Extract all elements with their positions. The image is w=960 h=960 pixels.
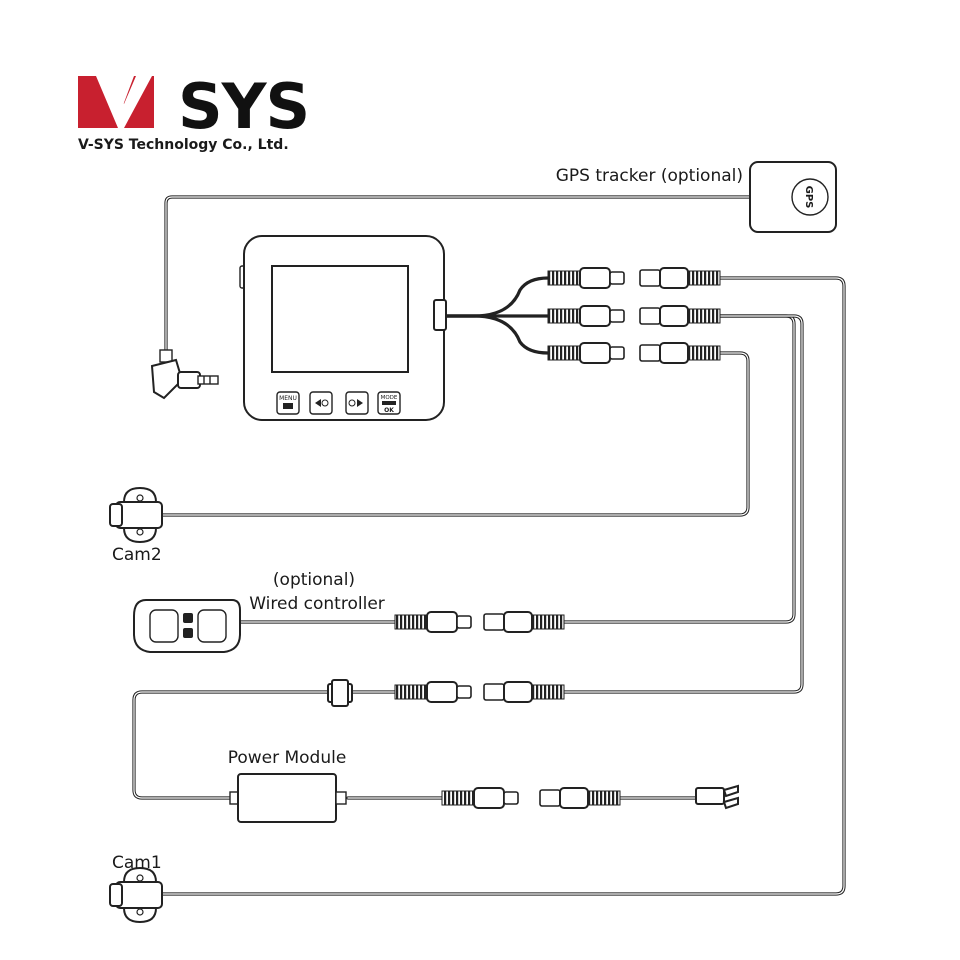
- cam2-camera: [109, 486, 163, 544]
- dvr-connector-2-male: [639, 305, 721, 327]
- gps-tracker-label: GPS tracker (optional): [556, 166, 743, 186]
- battery-connector-female: [441, 787, 519, 809]
- power-connector-male: [483, 681, 565, 703]
- cam2-label: Cam2: [112, 545, 162, 565]
- mode-ok-icon: [382, 401, 396, 405]
- optional-label: (optional): [273, 570, 355, 590]
- wired-controller: [133, 599, 241, 653]
- dvr-screen: [271, 265, 409, 373]
- svg-text:MENU: MENU: [279, 395, 297, 402]
- menu-icon: [283, 403, 293, 409]
- cam1-camera: [109, 866, 163, 924]
- power-module: [229, 773, 347, 823]
- dvr-connector-2-female: [547, 305, 625, 327]
- wired-controller-label: Wired controller: [249, 594, 385, 614]
- battery-terminals: [695, 784, 739, 810]
- controller-connector-male: [483, 611, 565, 633]
- button-menu[interactable]: MENU: [276, 391, 300, 415]
- rewind-icon: [315, 399, 321, 407]
- button-forward[interactable]: [345, 391, 369, 415]
- wires: [132, 195, 846, 896]
- vsys-logo: SYS V-SYS Technology Co., Ltd.: [78, 70, 310, 153]
- dvr-connector-3-male: [639, 342, 721, 364]
- connectors: [394, 267, 721, 809]
- svg-text:MODE: MODE: [381, 395, 398, 401]
- dvr-connector-1-male: [639, 267, 721, 289]
- power-connector-female: [394, 681, 472, 703]
- gps-tracker: GPS: [749, 161, 837, 233]
- logo-wordmark: SYS: [178, 70, 309, 143]
- company-name: V-SYS Technology Co., Ltd.: [78, 137, 289, 153]
- controller-connector-female: [394, 611, 472, 633]
- ferrite-bead: [327, 679, 353, 707]
- gps-badge: GPS: [803, 186, 814, 209]
- dvr-connector-1-female: [547, 267, 625, 289]
- cam1-label: Cam1: [112, 853, 162, 873]
- svg-text:OK: OK: [384, 407, 394, 414]
- battery-connector-male: [539, 787, 621, 809]
- forward-icon: [357, 399, 363, 407]
- dvr-connector-3-female: [547, 342, 625, 364]
- button-mode-ok[interactable]: MODE OK: [377, 391, 401, 415]
- power-module-label: Power Module: [228, 748, 347, 768]
- gps-jack: [150, 349, 219, 400]
- dvr-unit: MENU MODE OK: [239, 235, 447, 421]
- button-rewind[interactable]: [309, 391, 333, 415]
